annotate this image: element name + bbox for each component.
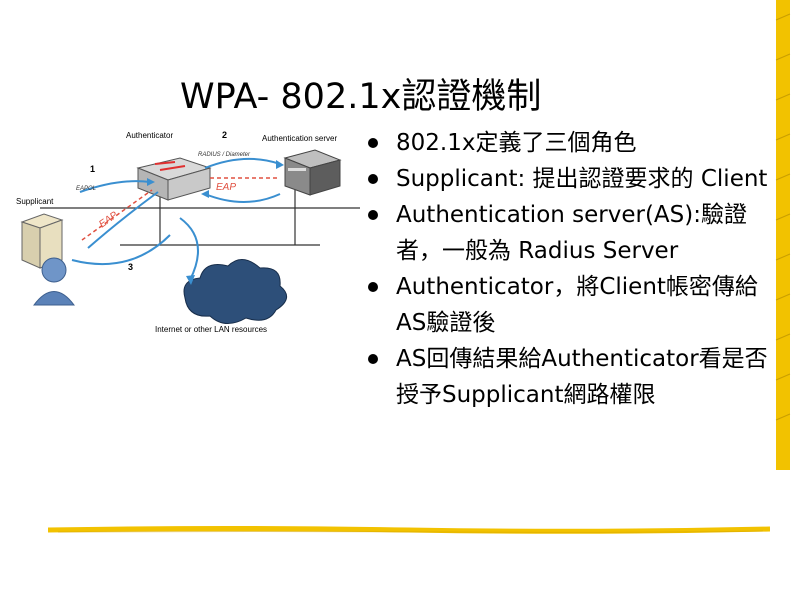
bullet-list: 802.1x定義了三個角色 Supplicant: 提出認證要求的 Client… (364, 125, 774, 413)
step-1-label: 1 (90, 164, 95, 174)
bullet-item: AS回傳結果給Authenticator看是否授予Supplicant網路權限 (364, 341, 774, 413)
internet-label: Internet or other LAN resources (155, 325, 267, 334)
slide-title: WPA- 802.1x認證機制 (180, 77, 542, 117)
bullet-dot-icon (368, 354, 378, 364)
bullet-item: Authentication server(AS):驗證者，一般為 Radius… (364, 197, 774, 269)
eap-label-left: EAP (97, 210, 120, 231)
authenticator-label: Authenticator (126, 131, 173, 140)
bullet-item: 802.1x定義了三個角色 (364, 125, 774, 161)
authenticator-switch-icon (136, 157, 212, 201)
authentication-server-icon (283, 149, 342, 196)
internet-cloud-icon (183, 259, 287, 324)
bullet-dot-icon (368, 282, 378, 292)
bullet-item: Supplicant: 提出認證要求的 Client (364, 161, 774, 197)
8021x-network-diagram: Authenticator 2 Authentication server RA… (16, 130, 360, 334)
supplicant-computer-icon (20, 213, 64, 269)
supplicant-label: Supplicant (16, 197, 54, 206)
bullet-dot-icon (368, 174, 378, 184)
decorative-vertical-stripe (775, 0, 791, 470)
bullet-dot-icon (368, 210, 378, 220)
radius-label: RADIUS / Diameter (198, 152, 251, 158)
auth-server-label: Authentication server (262, 134, 337, 143)
bullet-item: Authenticator，將Client帳密傳給AS驗證後 (364, 269, 774, 341)
supplicant-user-icon (33, 257, 75, 306)
eap-label-top: EAP (216, 182, 236, 193)
step-2-label: 2 (222, 130, 227, 140)
bullet-dot-icon (368, 138, 378, 148)
eapol-label: EAPOL (76, 186, 96, 192)
step-3-label: 3 (128, 262, 133, 272)
decorative-horizontal-stripe (48, 526, 770, 534)
